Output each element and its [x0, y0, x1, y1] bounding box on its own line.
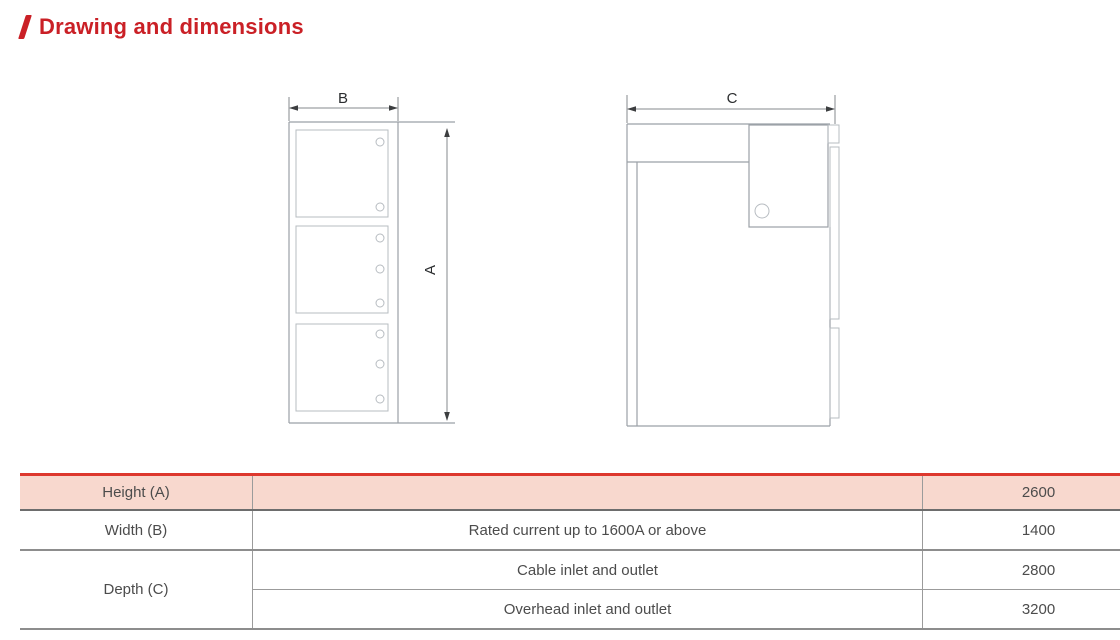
value-cell: 2800 [922, 550, 1120, 590]
condition-cell: Cable inlet and outlet [252, 550, 923, 590]
condition-cell: Rated current up to 1600A or above [252, 510, 923, 551]
condition-cell: Overhead inlet and outlet [252, 589, 923, 630]
technical-drawings: B [288, 90, 840, 427]
door-handle-circle [754, 203, 770, 219]
dimension-a: A [422, 128, 450, 421]
height-dimension-label: A [422, 265, 439, 275]
door-panel-3 [295, 323, 389, 412]
table-row-depth-overhead: Overhead inlet and outlet 3200 [20, 589, 1120, 630]
table-row-width: Width (B) Rated current up to 1600A or a… [20, 510, 1120, 551]
front-cabinet-outline [288, 121, 455, 424]
side-hinge-rail [827, 124, 840, 419]
door-panel-1 [295, 129, 389, 218]
page-title: Drawing and dimensions [39, 14, 304, 39]
dimension-name-cell: Height (A) [20, 473, 253, 511]
front-view-drawing: B [288, 90, 455, 424]
dimension-name-cell: Width (B) [20, 510, 253, 551]
table-row-height: Height (A) 2600 [20, 473, 1120, 511]
side-door-panel [748, 124, 829, 228]
door-panel-2 [295, 225, 389, 314]
condition-cell [252, 473, 923, 511]
door-fastener-circles [375, 137, 385, 404]
side-view-drawing: C [626, 90, 840, 427]
dimension-name-cell: Depth (C) [20, 550, 253, 630]
width-dimension-label: B [338, 90, 348, 107]
value-cell: 2600 [922, 473, 1120, 511]
side-cabinet-outline [626, 123, 831, 427]
page-header: Drawing and dimensions [18, 14, 304, 40]
depth-dimension-label: C [727, 90, 738, 107]
front-door-panels [295, 129, 389, 412]
dimension-b: B [288, 90, 399, 121]
value-cell: 1400 [922, 510, 1120, 551]
value-cell: 3200 [922, 589, 1120, 630]
dimensions-table: Height (A) 2600 Width (B) Rated current … [20, 473, 1120, 630]
dimension-c: C [626, 90, 836, 124]
table-row-depth-cable: Depth (C) Cable inlet and outlet 2800 [20, 550, 1120, 630]
